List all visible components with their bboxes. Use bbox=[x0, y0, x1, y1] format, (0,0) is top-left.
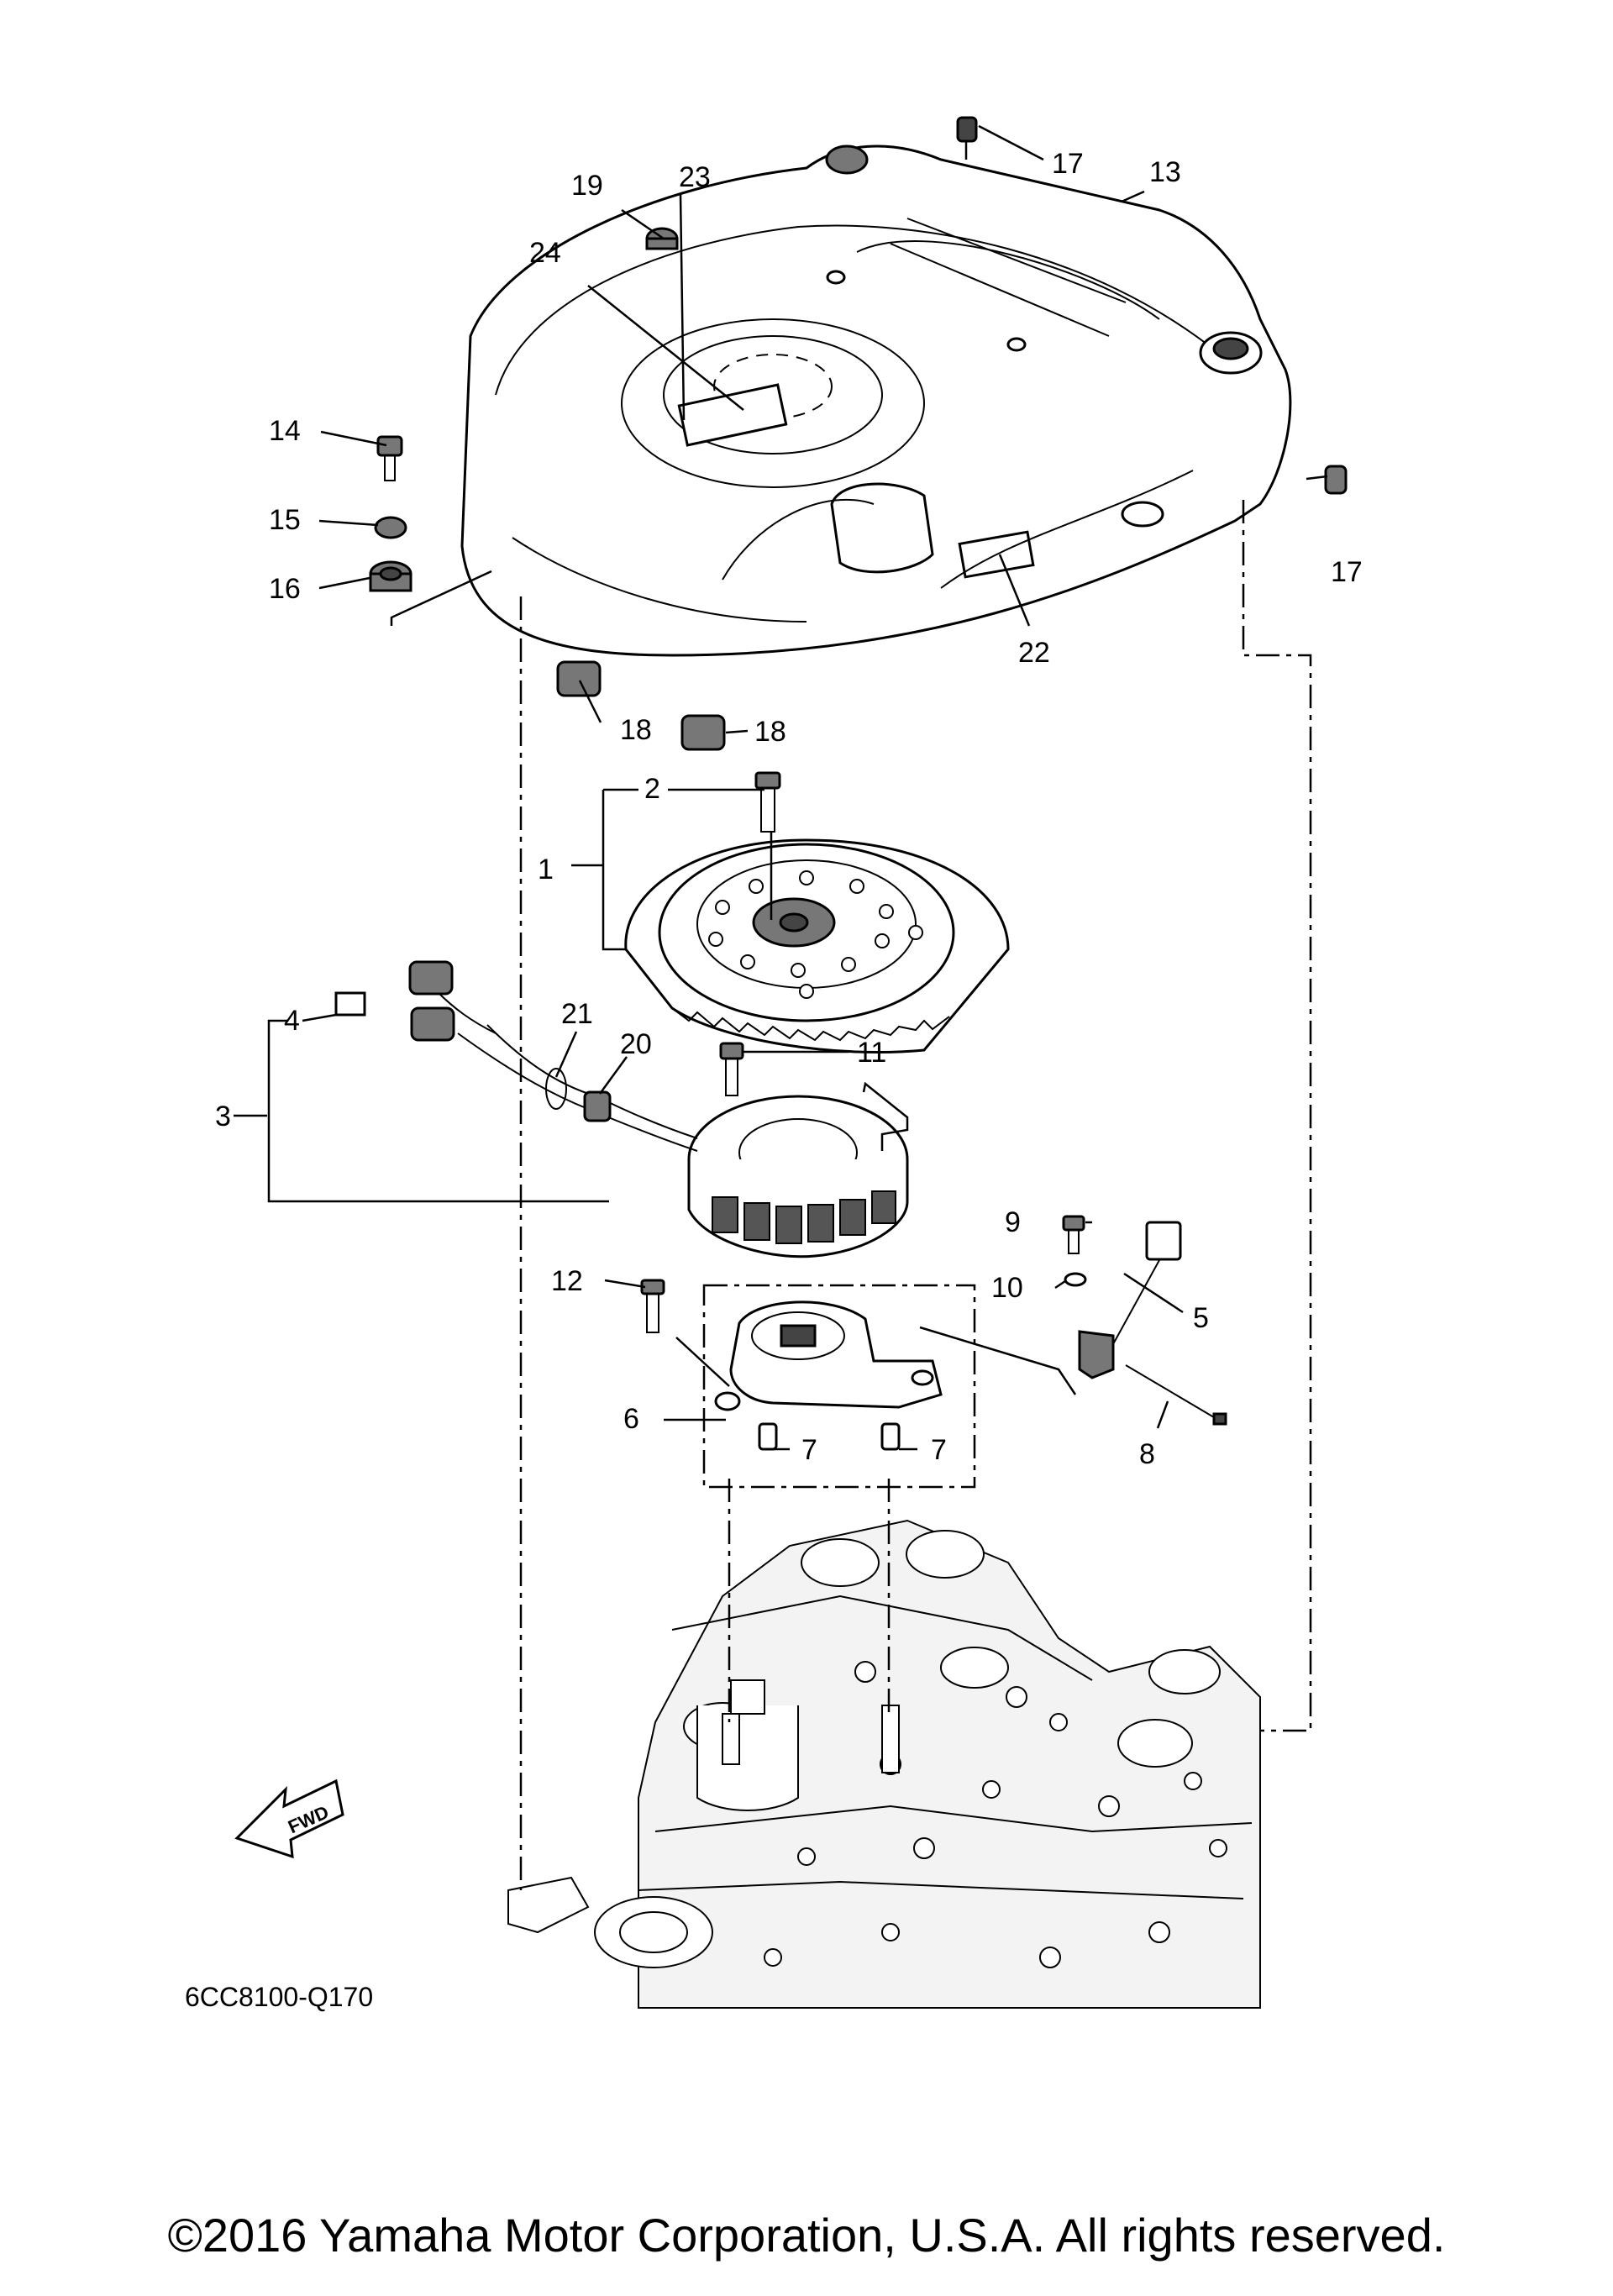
part-label-14: 14 bbox=[269, 415, 301, 447]
part-label-18a: 18 bbox=[620, 714, 652, 746]
bolt-11 bbox=[719, 1042, 744, 1096]
part-label-19: 19 bbox=[571, 170, 603, 202]
washer-10 bbox=[1064, 1272, 1087, 1287]
bolt-12 bbox=[640, 1279, 665, 1333]
grommet-16 bbox=[369, 560, 412, 592]
coupler-20 bbox=[583, 1090, 612, 1122]
part-label-17b: 17 bbox=[1331, 556, 1363, 588]
part-label-6: 6 bbox=[623, 1403, 639, 1435]
part-label-16: 16 bbox=[269, 573, 301, 605]
assembly-lines bbox=[267, 500, 1312, 1890]
part-label-8: 8 bbox=[1139, 1438, 1155, 1470]
part-label-7a: 7 bbox=[801, 1434, 817, 1466]
part-label-18b: 18 bbox=[754, 716, 786, 748]
bolt-9 bbox=[1062, 1215, 1085, 1254]
cable-tie-8 bbox=[1125, 1364, 1227, 1426]
part-label-20: 20 bbox=[620, 1028, 652, 1060]
part-label-9: 9 bbox=[1005, 1206, 1021, 1238]
bolt-2 bbox=[754, 771, 781, 833]
part-label-10: 10 bbox=[991, 1272, 1023, 1304]
part-label-12: 12 bbox=[551, 1265, 583, 1297]
damper-18-right bbox=[680, 714, 726, 751]
grommet-17-right bbox=[1324, 465, 1348, 495]
damper-18-left bbox=[556, 660, 602, 697]
part-labels: 1 2 3 4 5 6 7 7 8 9 10 11 12 13 14 15 16… bbox=[215, 148, 1363, 1470]
part-label-7b: 7 bbox=[931, 1434, 947, 1466]
engine-block bbox=[507, 1519, 1261, 2009]
clamp-21 bbox=[545, 1068, 567, 1110]
diagram-code: 6CC8100-Q170 bbox=[185, 1982, 373, 2012]
part-label-2: 2 bbox=[644, 773, 660, 805]
flywheel bbox=[624, 838, 1010, 1054]
flywheel-cover bbox=[460, 144, 1292, 657]
bolt-14 bbox=[376, 435, 403, 481]
part-label-5: 5 bbox=[1193, 1302, 1209, 1334]
part-label-1: 1 bbox=[538, 854, 554, 885]
part-label-15: 15 bbox=[269, 504, 301, 536]
connector-4 bbox=[334, 960, 455, 1042]
part-label-24: 24 bbox=[529, 237, 561, 269]
part-label-21: 21 bbox=[561, 998, 593, 1030]
part-label-23: 23 bbox=[679, 161, 711, 193]
part-label-17a: 17 bbox=[1052, 148, 1084, 180]
grommet-17-top bbox=[956, 116, 978, 160]
fwd-arrow: FWD bbox=[234, 1778, 344, 1859]
part-label-3: 3 bbox=[215, 1101, 231, 1132]
stator-assembly bbox=[436, 990, 909, 1258]
copyright-notice: ©2016 Yamaha Motor Corporation, U.S.A. A… bbox=[168, 2209, 1446, 2262]
leader-lines bbox=[234, 124, 1328, 1451]
part-label-22: 22 bbox=[1018, 637, 1050, 669]
pulser-bracket-group bbox=[702, 1284, 976, 1489]
sensor-5 bbox=[1078, 1221, 1182, 1379]
part-label-11: 11 bbox=[857, 1037, 886, 1069]
part-label-4: 4 bbox=[284, 1005, 300, 1037]
part-label-13: 13 bbox=[1149, 156, 1181, 188]
collar-15 bbox=[374, 516, 407, 539]
